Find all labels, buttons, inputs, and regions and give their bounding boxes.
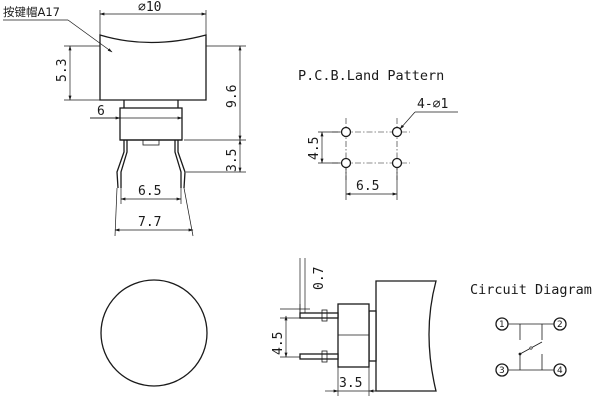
button-cap-top-view xyxy=(100,279,208,387)
side-view: 0.7 4.5 3.5 xyxy=(271,258,437,396)
pin-2-label: 2 xyxy=(557,320,563,330)
pcb-hole-3 xyxy=(340,157,352,169)
lead-bottom xyxy=(299,353,339,360)
leg-left xyxy=(116,140,125,189)
pcb-hole-2 xyxy=(391,126,403,138)
pcb-land-pattern: P.C.B.Land Pattern 4-⌀1 4.5 6.5 xyxy=(298,68,458,200)
button-cap-side xyxy=(375,280,437,392)
dim-side-4-5: 4.5 xyxy=(271,332,286,355)
dim-6: 6 xyxy=(97,104,105,119)
pin-1-label: 1 xyxy=(499,320,505,330)
dim-diameter-10: ⌀10 xyxy=(138,0,161,15)
dim-5-3: 5.3 xyxy=(55,59,70,82)
button-cap-front xyxy=(99,34,207,101)
dim-7-7: 7.7 xyxy=(138,215,161,230)
circuit-title: Circuit Diagram xyxy=(470,282,592,298)
dim-pcb-6-5: 6.5 xyxy=(356,179,379,194)
pcb-hole-1 xyxy=(340,126,352,138)
dim-3-5-front: 3.5 xyxy=(225,149,240,172)
pcb-hole-4 xyxy=(391,157,403,169)
dim-side-3-5: 3.5 xyxy=(339,376,362,391)
pin-4-label: 4 xyxy=(557,366,563,376)
circuit-diagram: Circuit Diagram 1 2 3 4 xyxy=(470,282,592,377)
pin-3-label: 3 xyxy=(499,366,505,376)
lead-top xyxy=(299,312,339,319)
cap-label: 按键帽A17 xyxy=(3,5,60,19)
switch-body-side xyxy=(337,303,370,368)
front-view: ⌀10 按键帽A17 5.3 9.6 6 3.5 6.5 7 xyxy=(3,0,246,237)
switch-body-front xyxy=(119,107,183,141)
dim-9-6: 9.6 xyxy=(225,85,240,108)
dim-pcb-holes: 4-⌀1 xyxy=(417,97,448,112)
dim-pcb-4-5: 4.5 xyxy=(307,137,322,160)
leg-right xyxy=(177,140,186,189)
dim-side-0-7: 0.7 xyxy=(312,267,327,290)
pcb-title: P.C.B.Land Pattern xyxy=(298,68,444,84)
dim-6-5-front: 6.5 xyxy=(138,184,161,199)
